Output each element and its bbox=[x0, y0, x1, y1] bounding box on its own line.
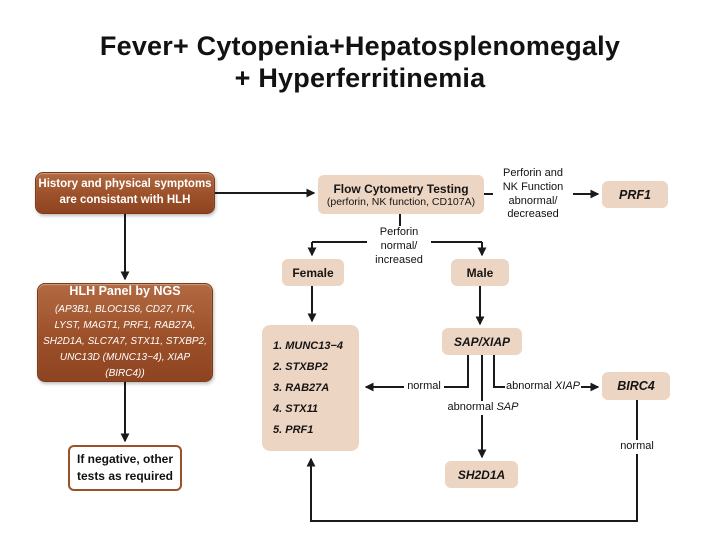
gene-list-item: 5. PRF1 bbox=[273, 424, 314, 436]
box-if-negative: If negative, other tests as required bbox=[68, 445, 182, 491]
box-prf1: PRF1 bbox=[602, 181, 668, 208]
hlh-panel-gene-line: (AP3B1, BLOC1S6, CD27, ITK, bbox=[54, 303, 196, 315]
label-text: abnormal bbox=[447, 401, 497, 413]
flow-cytometry-line2: (perforin, NK function, CD107A) bbox=[326, 195, 476, 208]
slide-title-line2: + Hyperferritinemia bbox=[234, 63, 486, 94]
box-female: Female bbox=[282, 259, 344, 286]
hlh-panel-gene-line: UNC13D (MUNC13−4), XIAP (BIRC4)) bbox=[59, 351, 191, 379]
hlh-panel-gene-line: SH2D1A, SLC7A7, STX11, STXBP2, bbox=[43, 335, 207, 347]
label-perforin-normal: Perforin normal/ increased bbox=[367, 226, 431, 268]
label-line: abnormal/ bbox=[508, 194, 558, 207]
label-line: Perforin and bbox=[503, 167, 563, 179]
label-gene: XIAP bbox=[554, 380, 580, 392]
arrow-birc4-normal-to-genelist bbox=[306, 400, 638, 522]
if-negative-line2: tests as required bbox=[76, 469, 174, 483]
slide-title-line1: Fever+ Cytopenia+Hepatosplenomegaly bbox=[99, 31, 621, 61]
label-line: decreased bbox=[507, 208, 559, 221]
history-line2: are consistant with HLH bbox=[59, 194, 191, 206]
box-hlh-panel: HLH Panel by NGS (AP3B1, BLOC1S6, CD27, … bbox=[37, 283, 213, 382]
label-normal-left: normal bbox=[404, 380, 444, 394]
label-text: abnormal bbox=[506, 380, 555, 392]
gene-list-item: 1. MUNC13−4 bbox=[273, 340, 344, 352]
box-sap-xiap: SAP/XIAP bbox=[442, 328, 522, 355]
hlh-panel-title: HLH Panel by NGS bbox=[69, 283, 181, 298]
label-gene: SAP bbox=[496, 401, 519, 413]
slide-title: Fever+ Cytopenia+Hepatosplenomegaly + Hy… bbox=[0, 30, 720, 95]
history-line1: History and physical symptoms bbox=[38, 178, 212, 191]
box-history-symptoms: History and physical symptoms are consis… bbox=[35, 172, 215, 214]
gene-list-item: 2. STXBP2 bbox=[273, 361, 329, 373]
gene-list-item: 3. RAB27A bbox=[273, 382, 330, 394]
hlh-panel-gene-line: LYST, MAGT1, PRF1, RAB27A, bbox=[54, 319, 196, 331]
label-line: Perforin bbox=[379, 226, 419, 238]
box-flow-cytometry: Flow Cytometry Testing (perforin, NK fun… bbox=[318, 175, 484, 214]
arrow-sapxiap-normal-to-genelist bbox=[364, 355, 469, 392]
box-male: Male bbox=[451, 259, 509, 286]
label-normal-right: normal bbox=[617, 440, 657, 454]
box-birc4: BIRC4 bbox=[602, 372, 670, 400]
gene-list-item: 4. STX11 bbox=[273, 403, 319, 415]
label-line: normal/ bbox=[380, 239, 418, 252]
label-abnormal-xiap: abnormal XIAP bbox=[505, 380, 581, 394]
label-perforin-abnormal: Perforin and NK Function abnormal/ decre… bbox=[493, 167, 573, 222]
box-sh2d1a: SH2D1A bbox=[445, 461, 518, 488]
flow-cytometry-line1: Flow Cytometry Testing bbox=[333, 181, 469, 196]
label-line: NK Function bbox=[502, 180, 564, 193]
box-gene-priority-list: 1. MUNC13−4 2. STXBP2 3. RAB27A 4. STX11… bbox=[262, 325, 359, 451]
label-abnormal-sap: abnormal SAP bbox=[446, 401, 520, 415]
label-line: increased bbox=[375, 253, 423, 266]
if-negative-line1: If negative, other bbox=[76, 452, 174, 467]
